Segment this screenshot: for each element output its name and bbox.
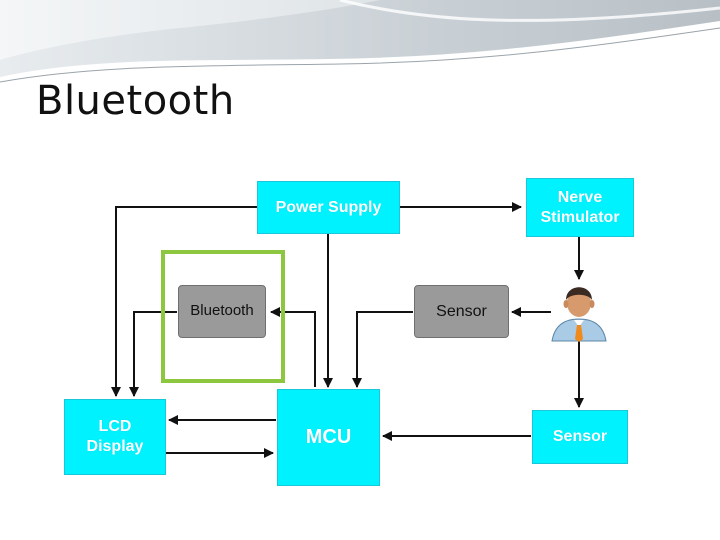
slide-title: Bluetooth <box>36 78 235 124</box>
lcd-display-block: LCD Display <box>64 399 166 475</box>
sensor-block-gray: Sensor <box>414 285 509 338</box>
header-swoosh-decoration <box>0 0 720 83</box>
person-icon <box>551 287 607 342</box>
arrow-power-to-lcd <box>111 206 257 397</box>
mcu-block: MCU <box>277 389 380 486</box>
bluetooth-highlight-frame <box>161 250 285 383</box>
power-supply-block: Power Supply <box>257 181 400 234</box>
bluetooth-block: Bluetooth <box>178 285 266 338</box>
nerve-stimulator-block: Nerve Stimulator <box>526 178 634 237</box>
sensor-block-cyan: Sensor <box>532 410 628 464</box>
arrow-mcu-to-bluetooth <box>270 307 316 387</box>
arrow-sensor-to-mcu <box>352 311 413 388</box>
